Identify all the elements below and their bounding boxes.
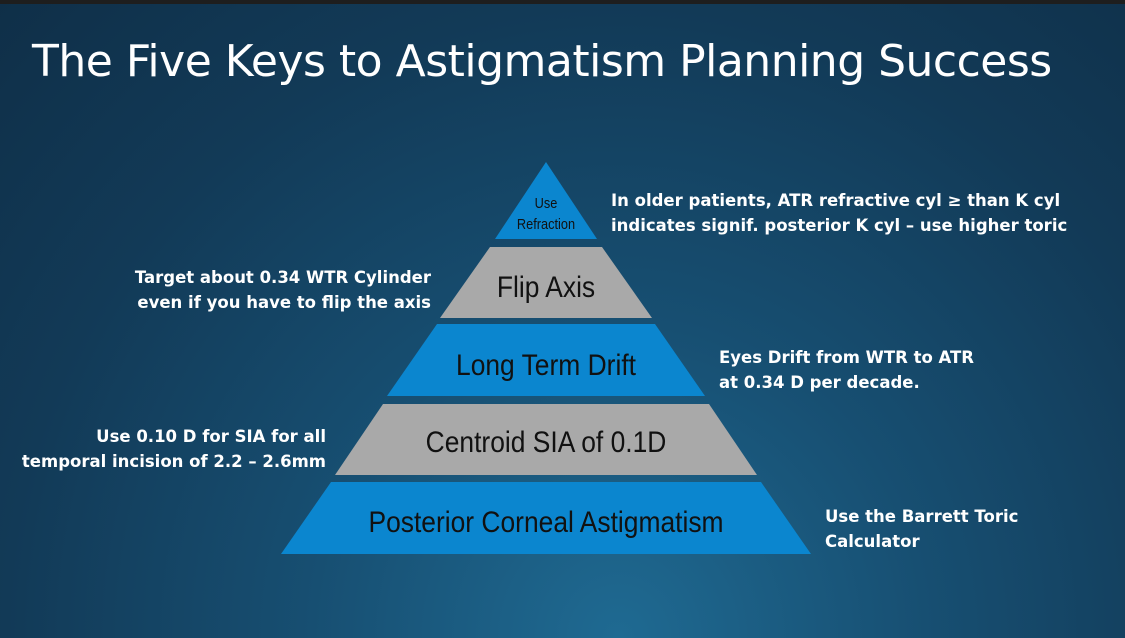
tier-posterior-corneal-label: Posterior Corneal Astigmatism [368, 506, 724, 539]
tier-long-term-drift-shape [387, 324, 705, 396]
tier-centroid-sia-label: Centroid SIA of 0.1D [425, 426, 667, 459]
tier-posterior-corneal-shape [281, 482, 811, 554]
note-sia: Use 0.10 D for SIA for all temporal inci… [22, 424, 326, 474]
tier-refraction-label: Use Refraction [502, 194, 590, 236]
note-posterior-line2: Calculator [825, 532, 920, 551]
note-flip-axis-line2: even if you have to flip the axis [137, 293, 431, 312]
tier-refraction-label-line1: Use [534, 196, 558, 212]
note-flip-axis-line1: Target about 0.34 WTR Cylinder [134, 268, 431, 287]
note-refraction-line1: In older patients, ATR refractive cyl ≥ … [611, 191, 1061, 210]
note-refraction: In older patients, ATR refractive cyl ≥ … [611, 188, 1067, 238]
note-sia-line1: Use 0.10 D for SIA for all [96, 427, 326, 446]
note-posterior: Use the Barrett Toric Calculator [825, 504, 1018, 554]
tier-flip-axis-shape [440, 247, 652, 318]
note-posterior-line1: Use the Barrett Toric [825, 507, 1019, 526]
top-bar [0, 0, 1125, 4]
tier-centroid-sia-shape [335, 404, 757, 475]
note-drift-line2: at 0.34 D per decade. [719, 373, 920, 392]
note-flip-axis: Target about 0.34 WTR Cylinder even if y… [135, 265, 431, 315]
tier-flip-axis-label: Flip Axis [496, 271, 596, 304]
note-sia-line2: temporal incision of 2.2 – 2.6mm [21, 452, 326, 471]
note-drift-line1: Eyes Drift from WTR to ATR [719, 348, 974, 367]
note-drift: Eyes Drift from WTR to ATR at 0.34 D per… [719, 345, 974, 395]
note-refraction-line2: indicates signif. posterior K cyl – use … [611, 216, 1068, 235]
tier-long-term-drift-label: Long Term Drift [456, 349, 636, 382]
tier-refraction-label-line2: Refraction [516, 217, 576, 233]
slide-title: The Five Keys to Astigmatism Planning Su… [32, 36, 1052, 87]
tier-refraction-shape [495, 162, 597, 239]
